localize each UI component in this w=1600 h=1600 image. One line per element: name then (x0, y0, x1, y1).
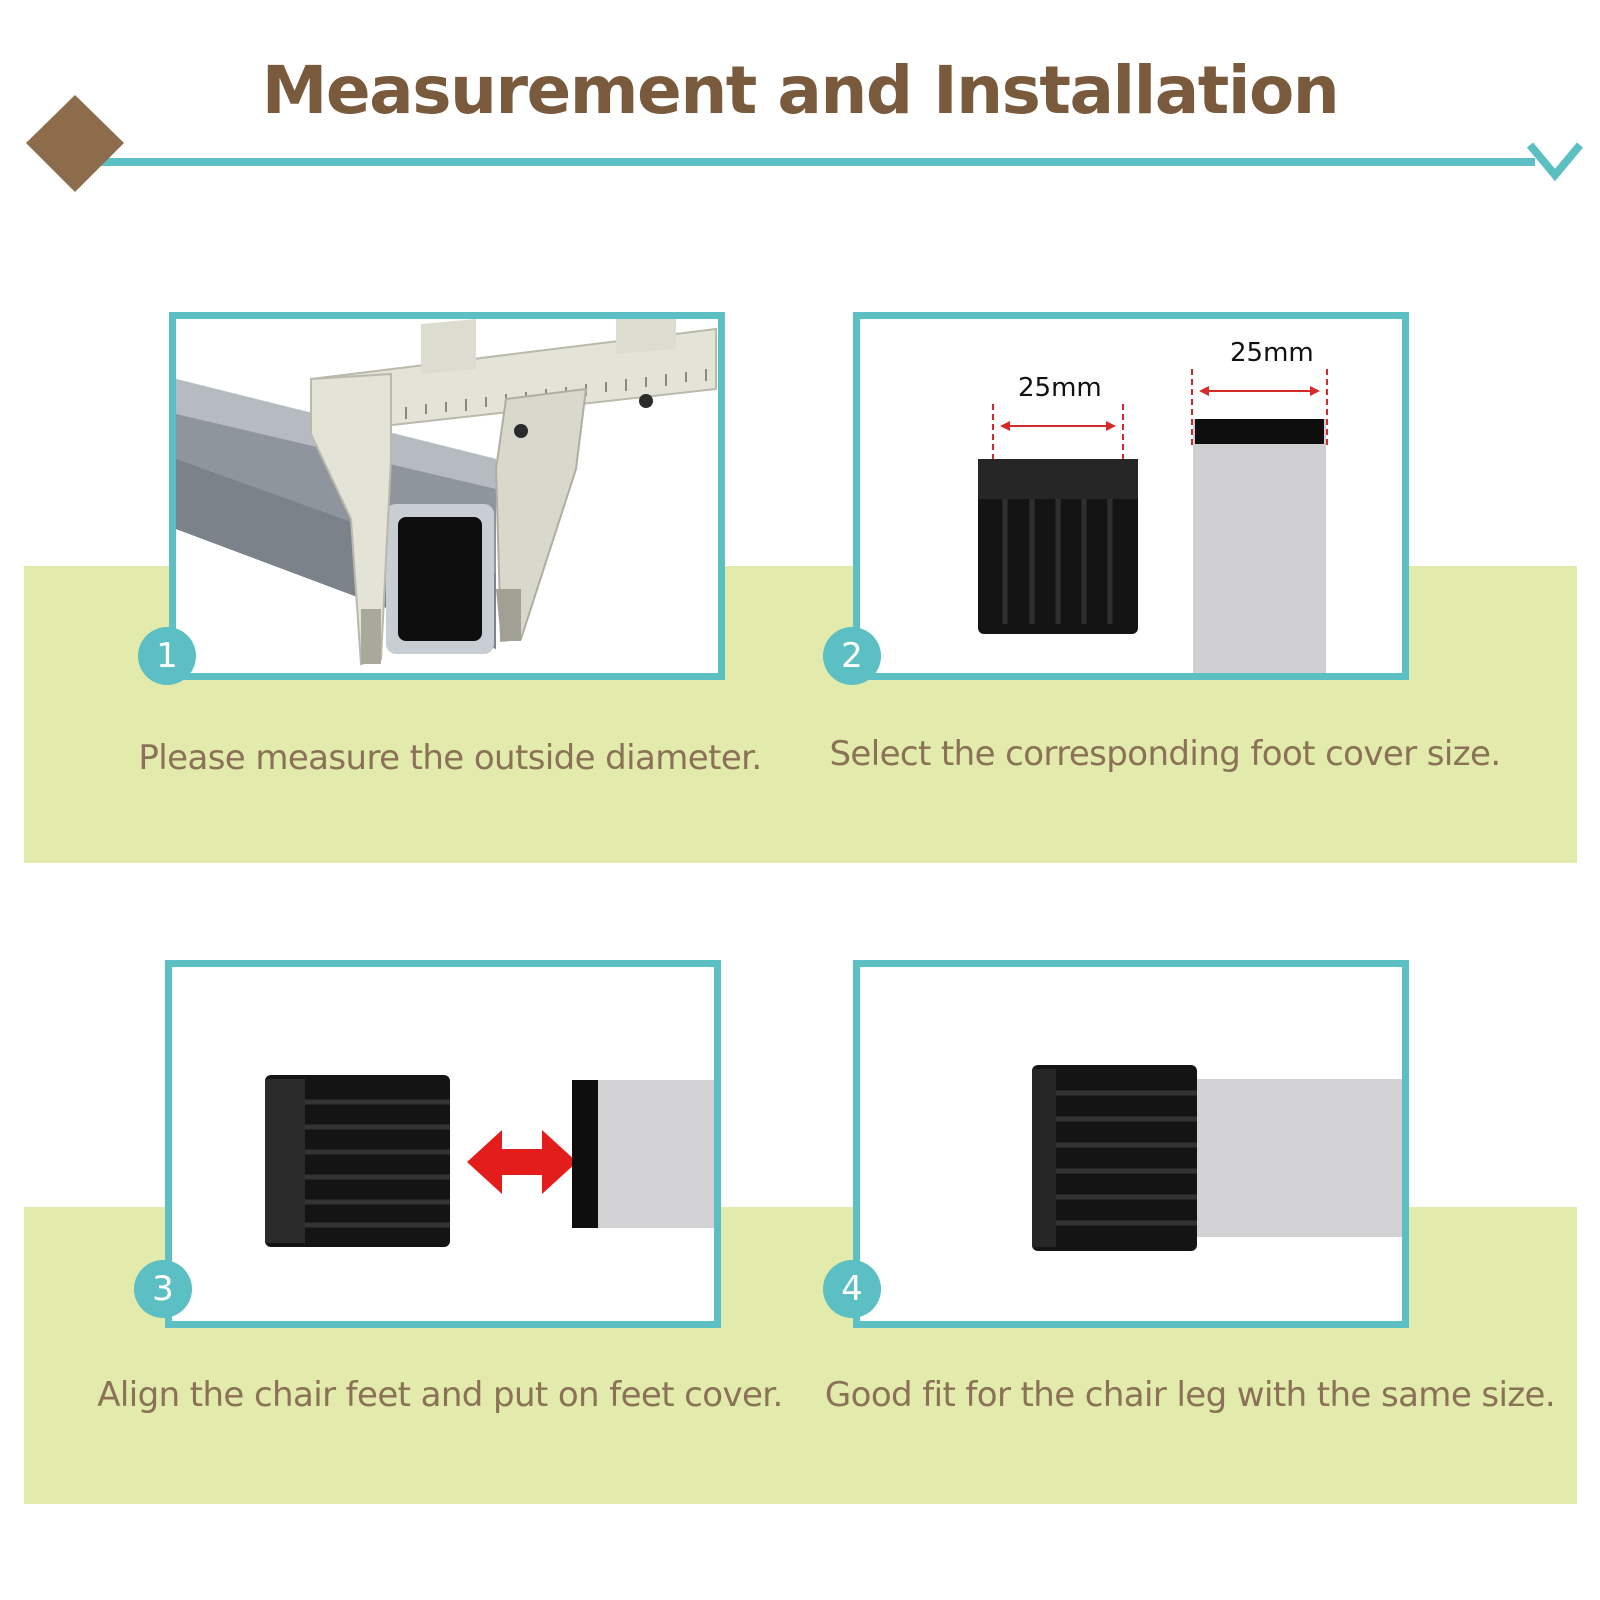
step-4-caption: Good fit for the chair leg with the same… (824, 1375, 1556, 1415)
step-3-badge: 3 (134, 1260, 192, 1318)
step-3-caption: Align the chair feet and put on feet cov… (97, 1375, 783, 1415)
step-4-image (853, 960, 1409, 1328)
step-2-image (853, 312, 1409, 680)
align-cap-to-leg-illustration (265, 1075, 714, 1247)
chevron-down-icon (1526, 142, 1584, 182)
caliper-measuring-tube-illustration (176, 319, 717, 666)
header-decoration (26, 95, 1584, 192)
leg-dimension-label: 25mm (1230, 338, 1314, 368)
page-title: Measurement and Installation (261, 52, 1340, 129)
step-2-badge: 2 (823, 627, 881, 685)
step-1-badge: 1 (138, 627, 196, 685)
step-1-caption: Please measure the outside diameter. (138, 738, 762, 778)
cap-and-leg-size-illustration (978, 369, 1328, 673)
step-2-caption: Select the corresponding foot cover size… (829, 734, 1501, 774)
double-arrow-icon (467, 1130, 577, 1194)
step-1-image (169, 312, 725, 680)
cap-fitted-on-leg-illustration (1032, 1065, 1402, 1251)
cap-dimension-label: 25mm (1018, 373, 1102, 403)
diamond-icon (26, 95, 124, 192)
step-3-image (165, 960, 721, 1328)
step-4-badge: 4 (823, 1260, 881, 1318)
